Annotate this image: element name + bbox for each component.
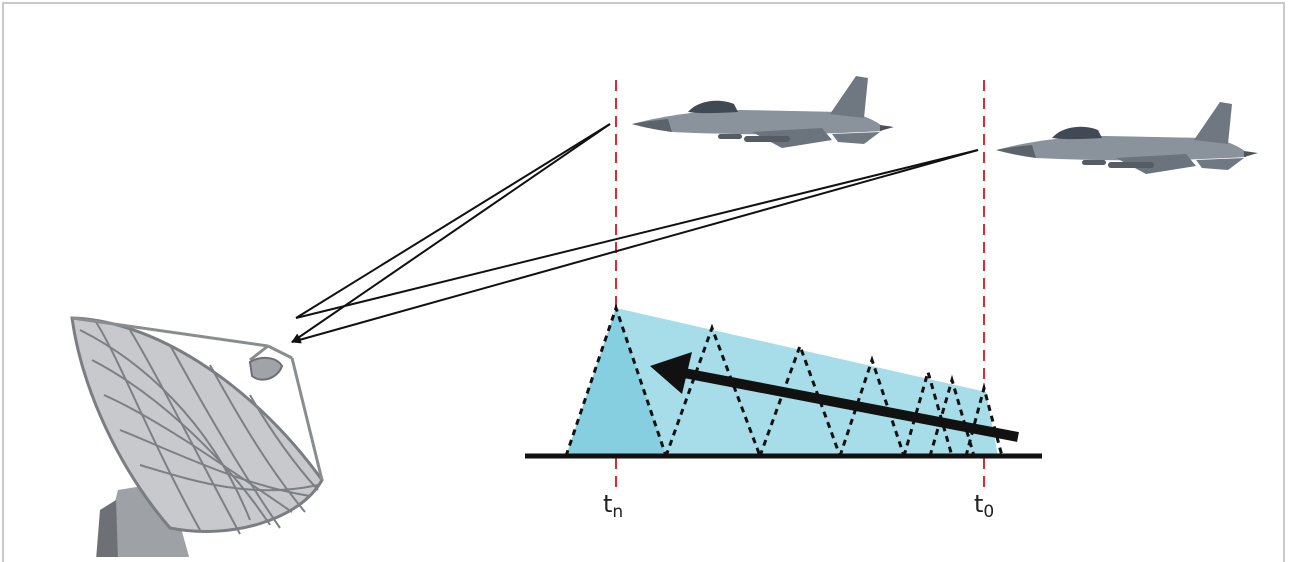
pulse-triangle-1 xyxy=(564,303,668,457)
ray-t0-upper xyxy=(295,149,979,319)
pulse-triangle-7 xyxy=(964,382,1004,457)
compression-arrow xyxy=(650,352,1019,442)
pulse-triangle-4 xyxy=(838,355,906,457)
pulse-triangle-6 xyxy=(928,374,976,457)
label-t0: t0 xyxy=(974,490,994,522)
ray-tn-upper xyxy=(295,123,611,319)
pulse-triangles xyxy=(564,303,1004,457)
radar-dish-icon xyxy=(70,316,324,557)
pulse-triangle-5 xyxy=(902,366,954,457)
pulse-envelope xyxy=(566,308,998,456)
ray-tn-lower xyxy=(291,123,611,343)
label-tn: tn xyxy=(603,490,623,522)
signal-rays xyxy=(291,123,979,344)
ray-t0-lower xyxy=(291,149,979,344)
pulse-triangle-2 xyxy=(664,323,762,457)
aircraft-t0-icon xyxy=(996,102,1258,174)
aircraft-tn-icon xyxy=(632,76,894,148)
